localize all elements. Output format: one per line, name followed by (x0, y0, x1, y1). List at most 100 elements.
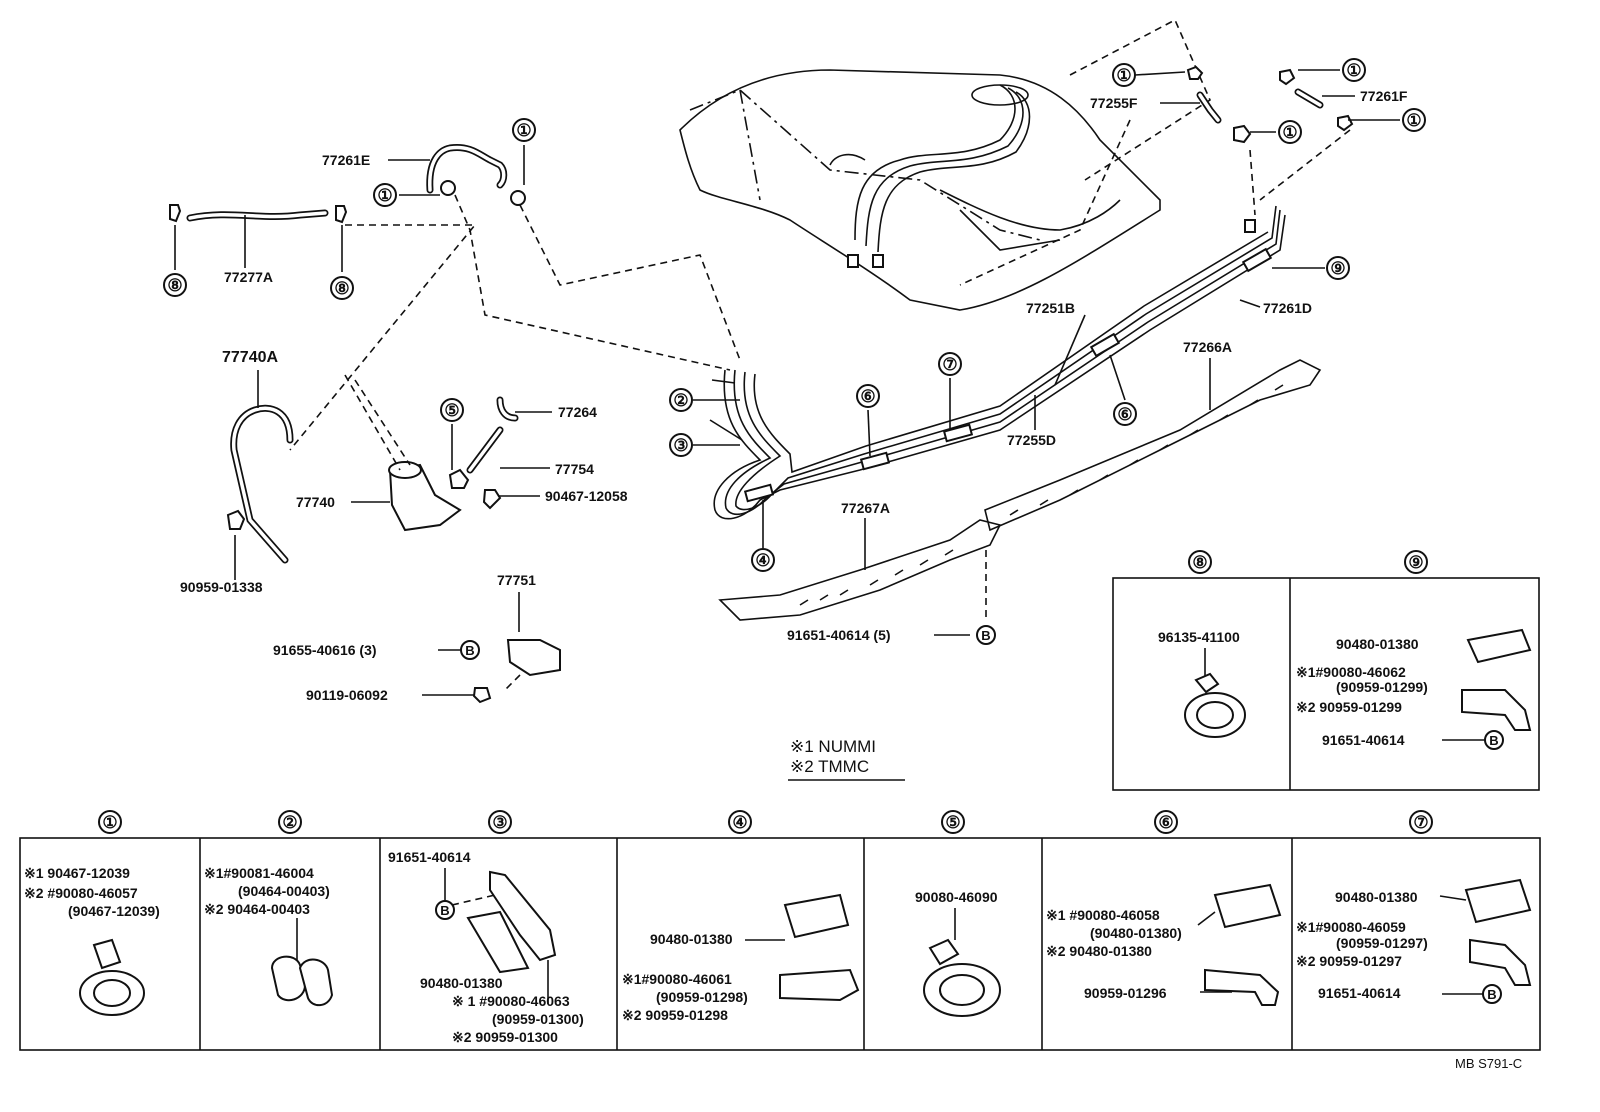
label-77277A: 77277A (224, 269, 273, 285)
callout-1-e: ① (1342, 58, 1366, 82)
detail7-title: ⑦ (1409, 810, 1433, 834)
detail7-l4: ※2 90959-01297 (1296, 953, 1402, 969)
label-90467-12058: 90467-12058 (545, 488, 628, 504)
detail5-title: ⑤ (941, 810, 965, 834)
label-77751: 77751 (497, 572, 536, 588)
svg-text:B: B (1489, 733, 1498, 748)
detail7-l5: 91651-40614 (1318, 985, 1401, 1001)
detail6-l2: (90480-01380) (1090, 925, 1182, 941)
svg-text:②: ② (282, 813, 297, 832)
legend-nummi: ※1 NUMMI (790, 737, 876, 756)
label-77740A: 77740A (222, 349, 278, 366)
callout-1-d: ① (1278, 120, 1302, 144)
box-8-9: ⑧ ⑨ 96135-41100 90480-01380 ※1#90080-460… (1112, 550, 1540, 791)
svg-text:⑧: ⑧ (167, 276, 182, 295)
svg-text:⑨: ⑨ (1408, 553, 1423, 572)
callout-1-c: ① (1112, 63, 1136, 87)
detail4-l4: ※2 90959-01298 (622, 1007, 728, 1023)
detail1-l2: ※2 #90080-46057 (24, 885, 138, 901)
label-77255D: 77255D (1007, 432, 1056, 448)
svg-text:⑥: ⑥ (860, 387, 875, 406)
svg-text:①: ① (1406, 111, 1421, 130)
svg-text:①: ① (1282, 123, 1297, 142)
box9-l5: 91651-40614 (1322, 732, 1405, 748)
svg-text:⑧: ⑧ (1192, 553, 1207, 572)
label-77255F: 77255F (1090, 95, 1138, 111)
svg-text:⑦: ⑦ (942, 355, 957, 374)
label-77261F: 77261F (1360, 88, 1408, 104)
callout-4: ④ (751, 548, 775, 572)
fuel-pipe-bundle (709, 205, 1286, 520)
detail3-l1: 91651-40614 (388, 849, 471, 865)
svg-text:⑥: ⑥ (1117, 405, 1132, 424)
part-labels: 77261E 77277A 77740A 90959-01338 77740 7… (180, 88, 1408, 703)
callout-3: ③ (669, 433, 693, 457)
svg-text:④: ④ (732, 813, 747, 832)
detail1-title: ① (98, 810, 122, 834)
svg-text:③: ③ (492, 813, 507, 832)
box8-part: 96135-41100 (1158, 629, 1240, 645)
svg-text:③: ③ (673, 436, 688, 455)
callouts: ① ① ⑧ ⑧ ⑤ B ① ① ① ① ⑨ ⑦ ⑥ ⑥ ② ③ ④ B (163, 58, 1426, 660)
detail5-l1: 90080-46090 (915, 889, 998, 905)
detail4-l3: (90959-01298) (656, 989, 748, 1005)
callout-b-2: B (976, 625, 996, 645)
label-77266A: 77266A (1183, 339, 1232, 355)
callout-8-a: ⑧ (163, 273, 187, 297)
detail2-l3: ※2 90464-00403 (204, 901, 310, 917)
svg-text:①: ① (1116, 66, 1131, 85)
label-91651-40614-5: 91651-40614 (5) (787, 627, 891, 643)
detail4-l1: 90480-01380 (650, 931, 733, 947)
fuel-tank-drawing (679, 18, 1212, 311)
callout-8-b: ⑧ (330, 276, 354, 300)
box9-l3: (90959-01299) (1336, 679, 1428, 695)
legend-tmmc: ※2 TMMC (790, 757, 869, 776)
svg-text:⑦: ⑦ (1413, 813, 1428, 832)
detail1-l3: (90467-12039) (68, 903, 160, 919)
detail3-title: ③ (488, 810, 512, 834)
box8-title: ⑧ (1188, 550, 1212, 574)
label-77754: 77754 (555, 461, 594, 477)
label-77261E: 77261E (322, 152, 370, 168)
svg-text:B: B (465, 643, 474, 658)
left-parts (169, 143, 741, 704)
callout-1-a: ① (512, 118, 536, 142)
detail6-l1: ※1 #90080-46058 (1046, 907, 1160, 923)
svg-text:①: ① (377, 186, 392, 205)
footer-code: MB S791-C (1455, 1056, 1522, 1071)
label-90119-06092: 90119-06092 (306, 687, 388, 703)
svg-text:B: B (440, 903, 449, 918)
svg-text:⑧: ⑧ (334, 279, 349, 298)
detail6-l3: ※2 90480-01380 (1046, 943, 1152, 959)
callout-b-1: B (460, 640, 480, 660)
detail7-l1: 90480-01380 (1335, 889, 1418, 905)
callout-9: ⑨ (1326, 256, 1350, 280)
callout-7: ⑦ (938, 352, 962, 376)
callout-1-f: ① (1402, 108, 1426, 132)
detail1-l1: ※1 90467-12039 (24, 865, 130, 881)
box9-l1: 90480-01380 (1336, 636, 1419, 652)
label-77264: 77264 (558, 404, 597, 420)
svg-text:②: ② (673, 391, 688, 410)
detail3-l5: ※2 90959-01300 (452, 1029, 558, 1045)
detail4-l2: ※1#90080-46061 (622, 971, 732, 987)
detail3-l4: (90959-01300) (492, 1011, 584, 1027)
detail6-l4: 90959-01296 (1084, 985, 1167, 1001)
svg-text:①: ① (1346, 61, 1361, 80)
detail2-title: ② (278, 810, 302, 834)
box9-title: ⑨ (1404, 550, 1428, 574)
label-90959-01338: 90959-01338 (180, 579, 263, 595)
svg-text:B: B (1487, 987, 1496, 1002)
callout-2: ② (669, 388, 693, 412)
detail2-l2: (90464-00403) (238, 883, 330, 899)
label-77267A: 77267A (841, 500, 890, 516)
callout-5: ⑤ (440, 398, 464, 422)
label-77740: 77740 (296, 494, 335, 510)
label-77261D: 77261D (1263, 300, 1312, 316)
callout-6-a: ⑥ (856, 384, 880, 408)
svg-text:⑥: ⑥ (1158, 813, 1173, 832)
right-top-parts (1186, 65, 1354, 216)
svg-text:B: B (981, 628, 990, 643)
leader-lines (174, 69, 1400, 696)
